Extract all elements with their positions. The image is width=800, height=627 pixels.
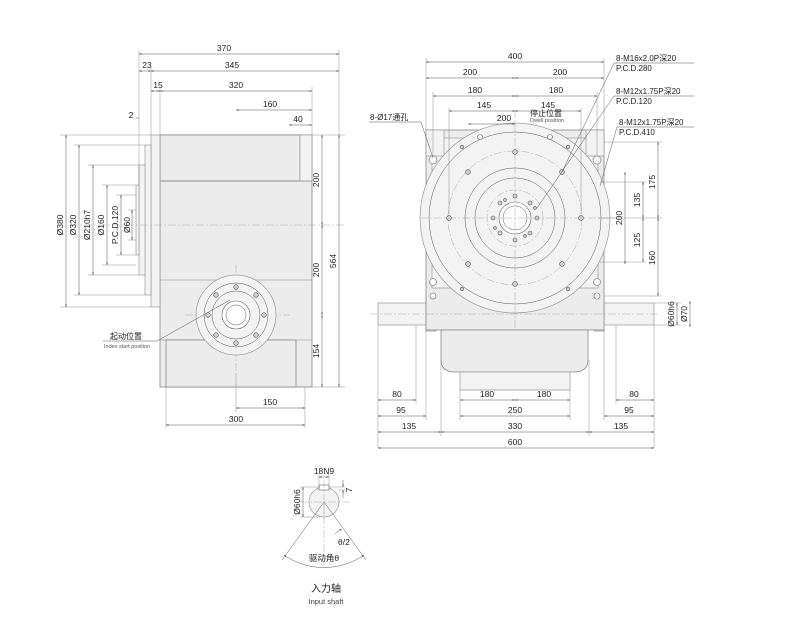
note-pcd280: P.C.D.280 xyxy=(616,64,652,73)
dim-175: 175 xyxy=(647,175,657,189)
dim-pcd120: P.C.D.120 xyxy=(110,206,120,244)
dim-dia380: Ø380 xyxy=(55,214,65,235)
dim-320: 320 xyxy=(229,80,243,90)
dim-dia60: Ø60 xyxy=(122,217,132,233)
dim-370: 370 xyxy=(217,43,231,53)
dim-95-left: 95 xyxy=(396,405,406,415)
dim-shaft-dia60h6: Ø60h6 xyxy=(666,301,676,327)
dim-200-top: 200 xyxy=(497,113,511,123)
dim-600: 600 xyxy=(508,437,522,447)
dim-180-right: 180 xyxy=(549,85,563,95)
dim-250: 250 xyxy=(508,405,522,415)
dim-15: 15 xyxy=(153,80,163,90)
dim-154: 154 xyxy=(311,344,321,358)
dim-2: 2 xyxy=(129,110,134,120)
dim-180-bl: 180 xyxy=(480,389,494,399)
dim-125: 125 xyxy=(632,233,642,247)
dim-key-depth: 7 xyxy=(344,487,354,492)
dim-95-right: 95 xyxy=(624,405,634,415)
dim-300: 300 xyxy=(229,414,243,424)
dim-145-left: 145 xyxy=(477,100,491,110)
dim-200-right: 200 xyxy=(553,67,567,77)
dim-200-left: 200 xyxy=(463,67,477,77)
dim-80-right: 80 xyxy=(629,389,639,399)
dim-23: 23 xyxy=(142,60,152,70)
note-m16: 8-M16x2.0P深20 xyxy=(616,54,677,63)
side-view: 370 23 345 15 320 160 40 2 200 200 154 5… xyxy=(55,43,345,428)
dim-135-right: 135 xyxy=(614,421,628,431)
side-top-block xyxy=(159,134,301,182)
note-holes: 8-Ø17通孔 xyxy=(370,112,408,122)
dim-180-left: 180 xyxy=(468,85,482,95)
note-m12-a: 8-M12x1.75P深20 xyxy=(616,87,681,96)
index-start-label-en: Index start position xyxy=(104,344,150,350)
dwell-label: 停止位置 xyxy=(530,108,562,118)
dim-180-br: 180 xyxy=(537,389,551,399)
drive-angle-label: 驱动角θ xyxy=(309,553,340,563)
dim-shaft-dia70: Ø70 xyxy=(679,306,689,322)
dim-200-v: 200 xyxy=(614,211,624,225)
dim-345: 345 xyxy=(225,60,239,70)
input-shaft-detail: 18N9 Ø60h6 7 θ/2 驱动角θ 入力轴 Input shaft xyxy=(281,466,367,606)
dim-40: 40 xyxy=(293,114,303,124)
dim-150: 150 xyxy=(263,397,277,407)
dim-shaft-detail-dia: Ø60h6 xyxy=(292,489,302,515)
note-m12-b: 8-M12x1.75P深20 xyxy=(619,118,684,127)
dim-400: 400 xyxy=(508,51,522,61)
dim-dia320: Ø320 xyxy=(68,214,78,235)
note-pcd120: P.C.D.120 xyxy=(616,97,652,106)
dim-135-v: 135 xyxy=(632,193,642,207)
dim-dia210h7: Ø210h7 xyxy=(82,210,92,241)
dim-dia160: Ø160 xyxy=(96,214,106,235)
note-pcd410: P.C.D.410 xyxy=(619,128,655,137)
dim-564: 564 xyxy=(328,254,338,268)
dim-145-right: 145 xyxy=(541,100,555,110)
dim-key-18n9: 18N9 xyxy=(314,466,335,476)
dim-160-v: 160 xyxy=(647,251,657,265)
half-angle-label: θ/2 xyxy=(338,537,350,547)
front-view: 400 200 200 180 180 145 145 200 停止位置 Dwe… xyxy=(369,51,694,449)
dwell-label-en: Dwell position xyxy=(530,118,564,124)
dim-200: 200 xyxy=(311,173,321,187)
dim-330: 330 xyxy=(508,421,522,431)
side-output-flange xyxy=(150,134,161,308)
dim-135-left: 135 xyxy=(402,421,416,431)
input-shaft-title: 入力轴 xyxy=(311,582,341,595)
dim-160: 160 xyxy=(263,99,277,109)
input-shaft-title-en: Input shaft xyxy=(308,597,344,606)
dim-200b: 200 xyxy=(311,263,321,277)
dim-80-left: 80 xyxy=(392,389,402,399)
index-start-label: 起动位置 xyxy=(110,331,142,341)
